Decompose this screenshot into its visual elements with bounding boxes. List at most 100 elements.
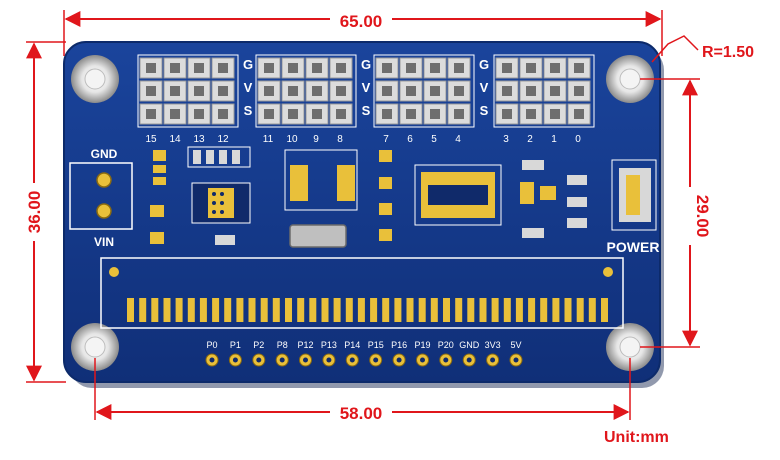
resistor-array [187,146,251,168]
header-pin [187,103,211,125]
gold-finger [503,298,511,322]
header-pin [139,103,163,125]
servo-header-group [255,54,357,128]
gold-finger [309,298,317,322]
gold-finger [540,298,548,322]
bottom-pin: P8 [275,340,289,367]
bottom-pin: P15 [368,340,384,367]
bottom-pin-label: P15 [368,340,384,350]
bottom-pin: P14 [344,340,360,367]
gold-finger [297,298,305,322]
channel-label: 14 [169,134,181,145]
dimension-height-right: 29.00 [640,78,712,348]
gold-finger [418,298,426,322]
bottom-pin-label: P13 [321,340,337,350]
bottom-pin-label: 5V [510,340,521,350]
pca9685-chip [191,182,251,224]
header-pin [257,80,281,102]
header-pin [423,80,447,102]
bottom-pin: GND [459,340,480,367]
gold-finger [248,298,256,322]
row-label-s: S [244,103,253,118]
header-pin [423,103,447,125]
gold-finger [285,298,292,322]
row-label-v: V [480,80,489,95]
bottom-pin-label: P14 [344,340,360,350]
gold-finger [333,298,341,322]
channel-label: 5 [431,134,437,145]
bottom-pin: P16 [391,340,407,367]
channel-label: 13 [193,134,205,145]
mounting-holes [71,55,654,371]
gold-finger [491,298,499,322]
bottom-pin: P13 [321,340,337,367]
channel-label: 15 [145,134,157,145]
mounting-hole-bottom-right [606,323,654,371]
header-pin [211,103,235,125]
gold-finger [601,298,608,322]
header-pin [567,103,591,125]
bottom-pin: 5V [509,340,523,367]
header-pin [211,57,235,79]
terminal-gnd-label: GND [91,147,118,161]
gold-finger [199,298,207,322]
header-pin [163,57,187,79]
channel-label: 6 [407,134,413,145]
header-pin [187,57,211,79]
gold-finger [552,298,560,322]
channel-label: 11 [263,134,274,145]
gold-finger [370,298,378,322]
mounting-hole-top-left [71,55,119,103]
smd-pad [153,165,166,173]
bottom-pin: P12 [297,340,314,367]
bottom-pin: P1 [228,340,242,367]
channel-label: 8 [337,134,343,145]
header-pin [447,80,471,102]
row-labels-group-1: G V S [243,57,253,118]
header-pin [519,57,543,79]
header-pin [305,80,329,102]
gold-finger [139,298,147,322]
gold-finger [236,298,244,322]
servo-row-labels: G V S G V S G V S [243,57,489,118]
gold-finger [588,298,596,322]
row-labels-group-2: G V S [361,57,371,118]
gold-finger [515,298,523,322]
gold-finger [175,298,183,322]
gold-finger [357,298,365,322]
gold-finger [224,298,232,322]
header-pin [543,80,567,102]
dimension-width-bottom: 58.00 [94,358,631,423]
channel-label: 1 [551,134,557,145]
gold-finger [151,298,159,322]
gold-finger [564,298,572,322]
header-pin [305,57,329,79]
bottom-pin: P2 [252,340,266,367]
smd-components-right [520,160,587,238]
micro-usb-connector [611,159,657,231]
servo-header-group [373,54,475,128]
channel-label: 7 [383,134,389,145]
header-pin [139,57,163,79]
header-pin [519,80,543,102]
mounting-hole-top-right [606,55,654,103]
channel-label: 10 [286,134,298,145]
header-pin [543,103,567,125]
header-pin [257,57,281,79]
bottom-pin: P20 [438,340,454,367]
edge-connector [100,257,624,329]
radius-label: R=1.50 [702,44,754,61]
height-right-label: 29.00 [693,195,712,238]
gold-finger [212,298,220,322]
bottom-pin-label: P2 [253,340,264,350]
gold-finger [345,298,353,322]
gold-finger [479,298,487,322]
header-pin [187,80,211,102]
power-terminal: GND VIN [69,147,133,249]
header-pin [163,103,187,125]
smd-pad [150,205,164,217]
gold-finger [321,298,329,322]
row-label-v: V [244,80,253,95]
smd-resistor [215,235,235,245]
